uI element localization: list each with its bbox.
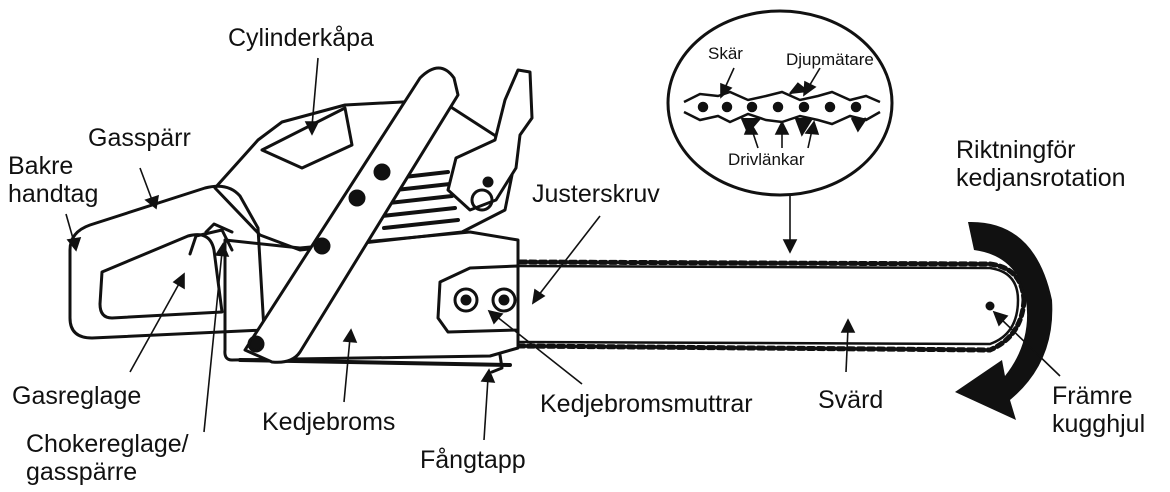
cutter-label: Skär <box>708 44 743 63</box>
detail-ellipse <box>666 9 894 197</box>
throttle-lock-label: Gasspärr <box>88 124 191 152</box>
chain-top <box>517 259 1027 303</box>
cylinder-cover-label: Cylinderkåpa <box>228 24 374 52</box>
throttle-trigger-part <box>188 228 234 256</box>
chain-catcher-part <box>490 353 504 374</box>
front-handle-bar <box>243 66 460 364</box>
clutch-cover <box>436 264 520 334</box>
choke-label-line2: gasspärre <box>26 458 138 486</box>
rear-handle <box>68 184 266 340</box>
rotation-arrow <box>955 221 1053 420</box>
chain-brake-guard <box>446 68 534 212</box>
bar-label: Svärd <box>818 386 884 414</box>
chain-detail <box>666 9 894 197</box>
rear-handle-label-line1: Bakre <box>8 152 74 180</box>
detail-chain <box>683 82 881 137</box>
rear-handle-label: Bakre handtag <box>8 152 98 208</box>
cylinder-top <box>260 106 354 170</box>
chain-brake-nuts-label: Kedjebromsmuttrar <box>540 390 753 418</box>
choke-label-line1: Chokereglage/ <box>26 430 189 458</box>
front-sprocket-label-line2: kugghjul <box>1052 410 1146 438</box>
rotation-direction-label-line2: kedjansrotation <box>956 164 1126 192</box>
bar-outline <box>516 264 1020 346</box>
choke-part <box>204 222 234 234</box>
throttle-trigger-label: Gasreglage <box>12 382 142 410</box>
chain-brake-label: Kedjebroms <box>262 408 396 436</box>
front-sprocket-label-line1: Främre <box>1052 382 1133 410</box>
choke-label: Chokereglage/ gasspärre <box>26 430 189 486</box>
leader-lines <box>65 57 1061 441</box>
rear-handle-opening <box>98 233 224 320</box>
rotation-direction-label: Riktningför kedjansrotation <box>956 136 1126 192</box>
front-sprocket-part <box>985 301 995 311</box>
crankcase <box>223 230 520 362</box>
drive-links-label: Drivlänkar <box>728 150 805 169</box>
chain-bottom <box>517 297 1027 353</box>
adjusting-screw-label: Justerskruv <box>532 180 660 208</box>
chain-catcher-label: Fångtapp <box>420 446 526 474</box>
rotation-direction-label-line1: Riktningför <box>956 136 1076 164</box>
depth-gauge-label: Djupmätare <box>786 50 874 69</box>
rear-handle-label-line2: handtag <box>8 180 99 208</box>
front-sprocket-label: Främre kugghjul <box>1052 382 1145 438</box>
saw-body <box>68 66 534 374</box>
guide-bar <box>516 259 1027 353</box>
